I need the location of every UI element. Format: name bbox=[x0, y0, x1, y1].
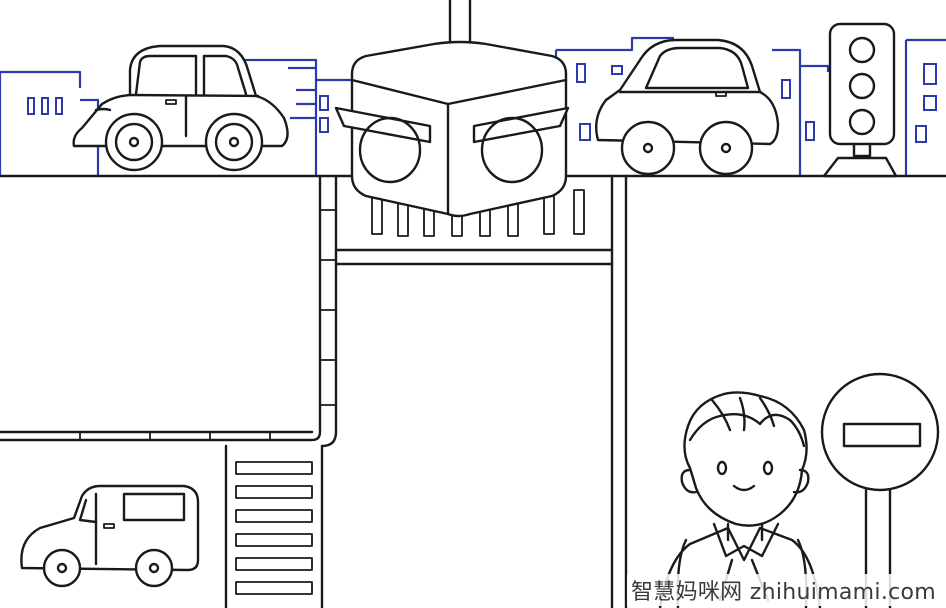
watermark-text: 智慧妈咪网 zhihuimami.com bbox=[626, 574, 940, 606]
no-entry-sign bbox=[820, 372, 940, 608]
road-frame bbox=[0, 174, 946, 608]
car-right bbox=[595, 38, 780, 176]
car-left bbox=[72, 44, 289, 172]
van-bottom bbox=[20, 484, 200, 588]
traffic-light-top bbox=[334, 0, 570, 218]
crosswalk-left bbox=[235, 461, 313, 595]
traffic-light-small bbox=[822, 22, 898, 178]
